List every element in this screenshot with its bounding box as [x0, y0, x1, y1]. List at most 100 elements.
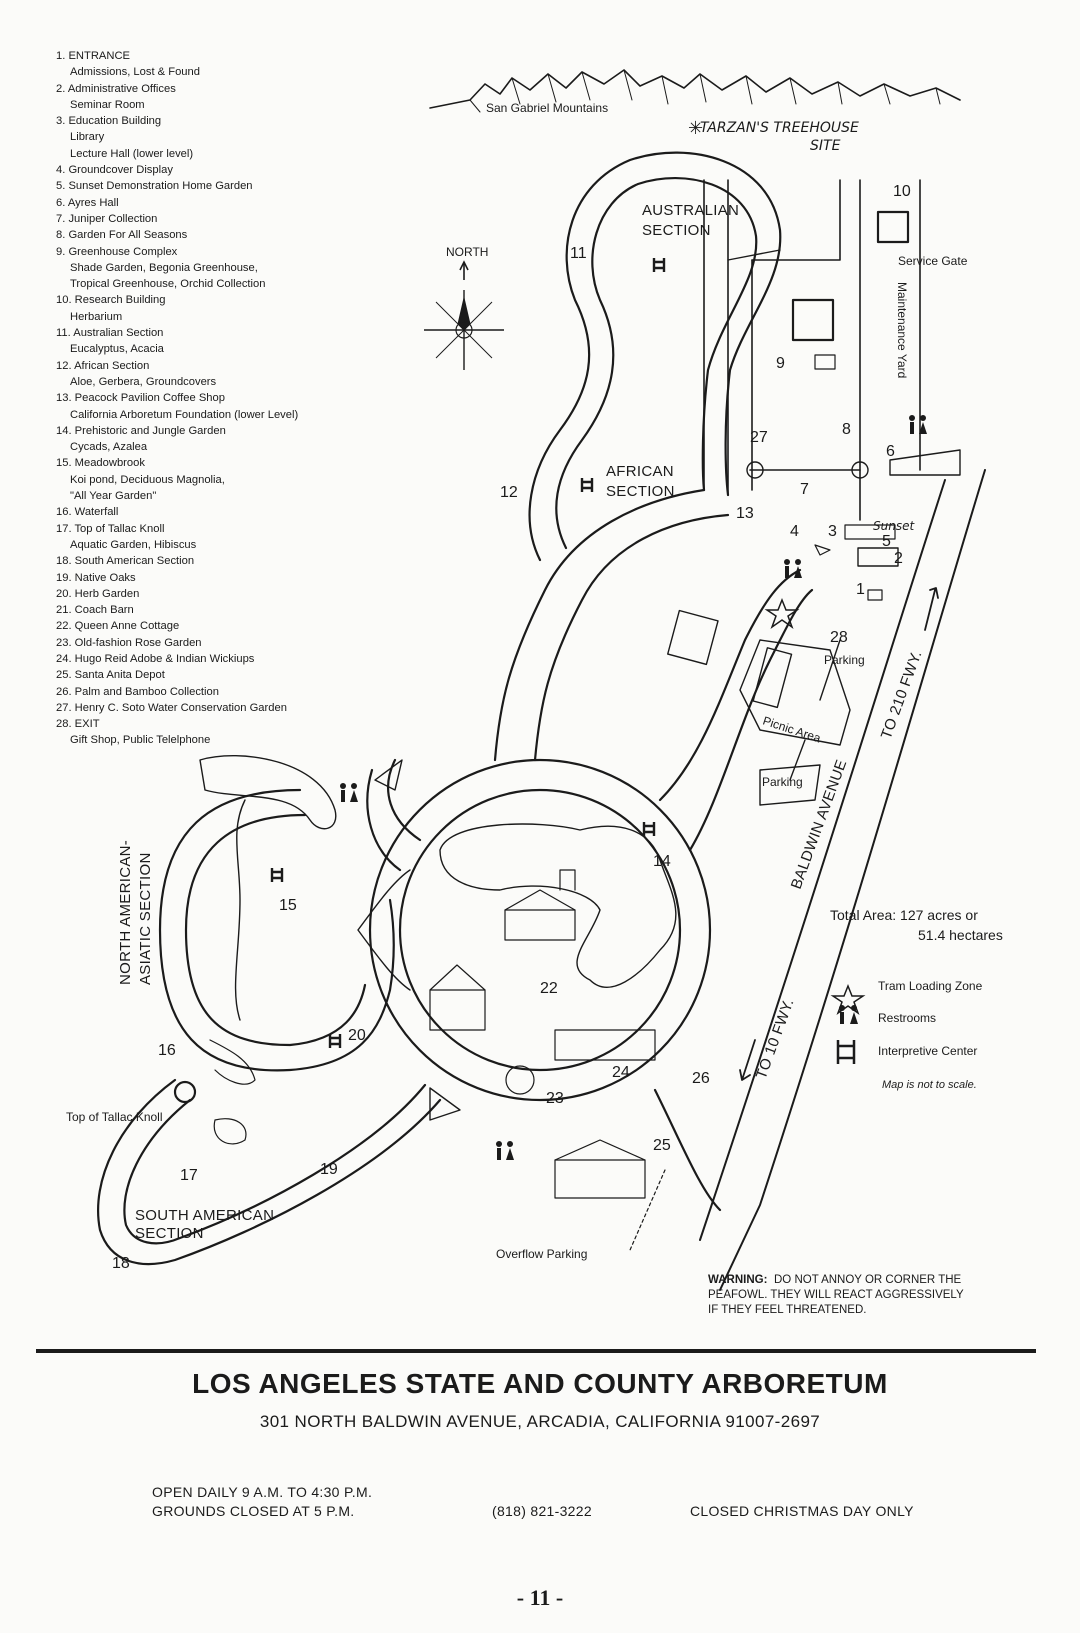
- south-american-loop: [97, 1078, 442, 1266]
- legend-item-label: Palm and Bamboo Collection: [74, 685, 219, 698]
- santa-anita-depot: [554, 1159, 646, 1199]
- title-rule: [36, 1349, 1036, 1353]
- page-number: - 11 -: [516, 1585, 564, 1610]
- total-area-label-2: 51.4 hectares: [918, 927, 1003, 943]
- legend-subitem: Aquatic Garden, Hibiscus: [70, 538, 197, 551]
- north-american-label-2: ASIATIC SECTION: [137, 852, 154, 985]
- legend-item: 1. ENTRANCE: [56, 48, 386, 64]
- legend-item-number: 9.: [56, 245, 66, 258]
- legend-item: 3. Education Building: [56, 113, 386, 129]
- phone: (818) 821-3222: [492, 1503, 592, 1519]
- map-star-icon: [764, 597, 800, 629]
- map-number-7: 7: [800, 481, 809, 498]
- legend-item: 22. Queen Anne Cottage: [56, 618, 386, 634]
- map-number-5: 5: [882, 533, 891, 550]
- legend-item-number: 7.: [56, 212, 66, 225]
- legend-item: 17. Top of Tallac Knoll: [56, 521, 386, 537]
- warning-bold: WARNING:: [708, 1274, 767, 1286]
- key-interpretive-label: Interpretive Center: [878, 1044, 977, 1058]
- legend-item-number: 17.: [56, 522, 72, 535]
- main-road-path: [493, 488, 706, 762]
- legend-item-number: 24.: [56, 652, 72, 665]
- legend-item-label: Research Building: [74, 294, 166, 307]
- map-number-22: 22: [540, 980, 558, 997]
- legend-item-number: 26.: [56, 685, 72, 698]
- legend-item: 11. Australian Section: [56, 325, 386, 341]
- overflow-parking-label: Overflow Parking: [496, 1247, 587, 1261]
- top-of-tallac-label: Top of Tallac Knoll: [66, 1110, 163, 1124]
- lagoon: [439, 823, 677, 988]
- legend-item: 18. South American Section: [56, 553, 386, 569]
- legend-item: 27. Henry C. Soto Water Conservation Gar…: [56, 700, 386, 716]
- legend-item-number: 2.: [56, 82, 66, 95]
- legend-subitem: Aloe, Gerbera, Groundcovers: [70, 375, 217, 388]
- legend-item-number: 10.: [56, 294, 72, 307]
- legend-item: 9. Greenhouse Complex: [56, 244, 386, 260]
- australian-label-1: AUSTRALIAN: [642, 202, 739, 219]
- legend-item: 21. Coach Barn: [56, 602, 386, 618]
- arboretum-map: San Gabriel Mountains TARZAN'S TREEHOUSE…: [66, 69, 1003, 1316]
- map-number-18: 18: [112, 1255, 130, 1272]
- legend-item-label: Peacock Pavilion Coffee Shop: [74, 392, 225, 405]
- legend-item-label: Santa Anita Depot: [74, 669, 165, 682]
- legend-item: 25. Santa Anita Depot: [56, 667, 386, 683]
- mountains-label: San Gabriel Mountains: [486, 101, 608, 115]
- african-label-2: SECTION: [606, 483, 675, 500]
- african-label-1: AFRICAN: [606, 463, 674, 480]
- legend-item-label: Education Building: [68, 115, 162, 128]
- legend-item-label: Garden For All Seasons: [68, 229, 188, 242]
- legend-item-number: 11.: [56, 327, 71, 340]
- legend-item: 8. Garden For All Seasons: [56, 227, 386, 243]
- legend-subitem: California Arboretum Foundation (lower L…: [70, 408, 299, 421]
- north-american-loop: [158, 788, 395, 1072]
- legend-item-number: 15.: [56, 457, 72, 470]
- sunset-house: [857, 547, 899, 567]
- page-title: LOS ANGELES STATE AND COUNTY ARBORETUM: [192, 1368, 888, 1399]
- legend-item-number: 14.: [56, 424, 72, 437]
- key-tram-label: Tram Loading Zone: [878, 979, 983, 993]
- map-number-3: 3: [828, 523, 837, 540]
- legend-item-number: 3.: [56, 115, 66, 128]
- legend-item-label: Meadowbrook: [74, 457, 145, 470]
- hours-line-2: GROUNDS CLOSED AT 5 P.M.: [152, 1503, 355, 1519]
- map-number-19: 19: [320, 1161, 338, 1178]
- legend-item-label: South American Section: [74, 555, 195, 568]
- legend-subitem: Lecture Hall (lower level): [70, 147, 194, 160]
- legend-item-label: African Section: [74, 359, 150, 372]
- service-gate-label: Service Gate: [898, 254, 968, 268]
- map-number-27: 27: [750, 429, 768, 446]
- queen-anne-cottage: [504, 909, 576, 941]
- north-compass: [424, 260, 504, 370]
- australian-label-2: SECTION: [642, 222, 711, 239]
- legend-subitem: Tropical Greenhouse, Orchid Collection: [70, 278, 266, 291]
- legend-item: 23. Old-fashion Rose Garden: [56, 635, 386, 651]
- legend-item-label: Coach Barn: [74, 604, 134, 617]
- legend-item: 10. Research Building: [56, 292, 386, 308]
- legend-item-number: 4.: [56, 164, 66, 177]
- legend-item-label: EXIT: [74, 718, 100, 731]
- legend-item: 20. Herb Garden: [56, 586, 386, 602]
- map-number-23: 23: [546, 1090, 564, 1107]
- south-american-label-1: SOUTH AMERICAN: [135, 1207, 274, 1224]
- map-number-9: 9: [776, 355, 785, 372]
- legend-item-label: Administrative Offices: [67, 82, 176, 95]
- legend-item: 15. Meadowbrook: [56, 455, 386, 471]
- legend-item: 12. African Section: [56, 358, 386, 374]
- legend-item-label: Queen Anne Cottage: [74, 620, 180, 633]
- picnic-area-label: Picnic Area: [761, 714, 823, 746]
- closed-note: CLOSED CHRISTMAS DAY ONLY: [690, 1503, 914, 1519]
- legend-item-label: Prehistoric and Jungle Garden: [74, 424, 226, 437]
- legend-item-number: 6.: [56, 196, 66, 209]
- legend-item-label: Groundcover Display: [68, 164, 173, 177]
- north-american-label-1: NORTH AMERICAN-: [117, 840, 134, 985]
- legend-item-label: ENTRANCE: [68, 50, 130, 62]
- south-american-label-2: SECTION: [135, 1225, 204, 1242]
- interpretive-icons-map: [270, 258, 666, 1048]
- map-number-11: 11: [570, 245, 587, 262]
- tarzan-marker-icon: ✳: [688, 118, 703, 138]
- legend-item-number: 5.: [56, 180, 66, 193]
- map-number-8: 8: [842, 421, 851, 438]
- legend-subitem: "All Year Garden": [70, 490, 157, 503]
- legend-item-number: 19.: [56, 571, 72, 584]
- legend-subitem: Admissions, Lost & Found: [70, 66, 200, 79]
